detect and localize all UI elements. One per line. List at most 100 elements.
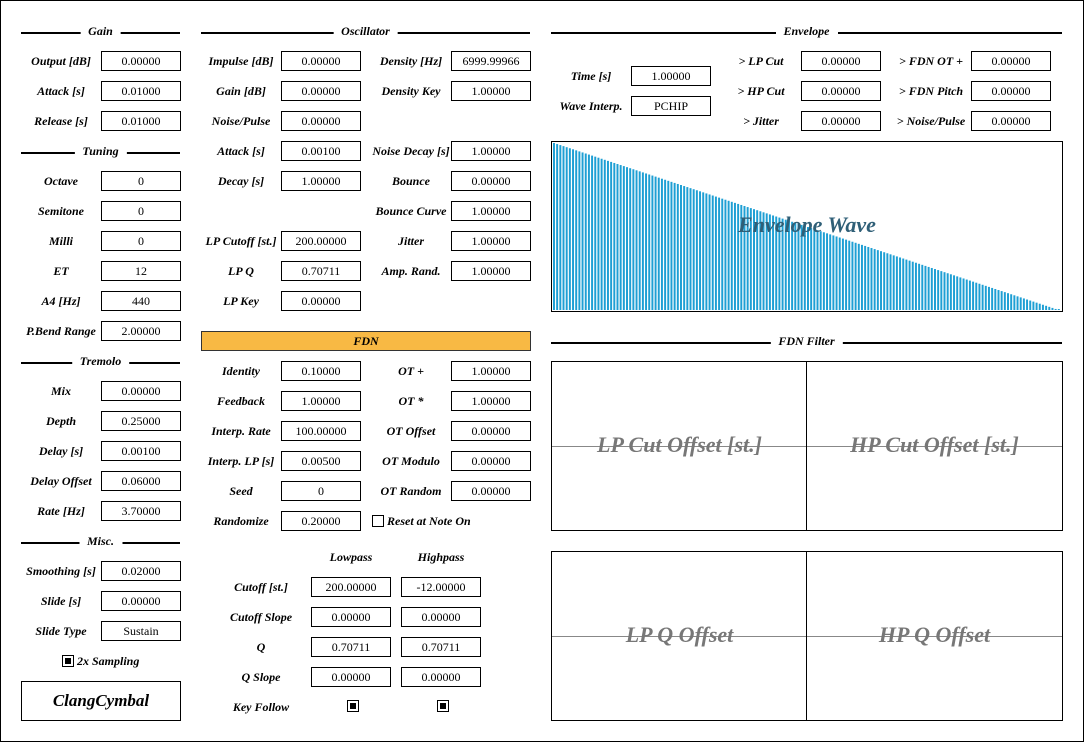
- envelope-wave-bar[interactable]: [1054, 308, 1057, 310]
- milli-input[interactable]: 0: [101, 231, 181, 251]
- env-jitter-input[interactable]: 0.00000: [801, 111, 881, 131]
- ot-random-input[interactable]: 0.00000: [451, 481, 531, 501]
- envelope-wave-bar[interactable]: [619, 165, 622, 310]
- attack-input[interactable]: 0.01000: [101, 81, 181, 101]
- osc-decay-input[interactable]: 1.00000: [281, 171, 361, 191]
- envelope-wave-bar[interactable]: [756, 210, 759, 310]
- env-fdn-pitch-input[interactable]: 0.00000: [971, 81, 1051, 101]
- envelope-wave-bar[interactable]: [565, 147, 568, 310]
- envelope-wave-bar[interactable]: [880, 251, 882, 310]
- output-db-input[interactable]: 0.00000: [101, 51, 181, 71]
- envelope-wave-bar[interactable]: [606, 160, 609, 310]
- envelope-wave-bar[interactable]: [924, 265, 927, 310]
- envelope-wave-bar[interactable]: [822, 232, 825, 310]
- lp-cut-offset-pad[interactable]: LP Cut Offset [st.]: [551, 361, 808, 531]
- lp-key-input[interactable]: 0.00000: [281, 291, 361, 311]
- density-key-input[interactable]: 1.00000: [451, 81, 531, 101]
- envelope-wave-bar[interactable]: [1003, 292, 1006, 310]
- envelope-wave-bar[interactable]: [591, 155, 594, 310]
- envelope-wave-bar[interactable]: [892, 255, 895, 310]
- envelope-wave-bar[interactable]: [733, 202, 736, 310]
- envelope-wave-bar[interactable]: [851, 241, 854, 310]
- envelope-wave-bar[interactable]: [670, 181, 673, 310]
- envelope-wave-bar[interactable]: [772, 215, 775, 310]
- envelope-wave-bar[interactable]: [727, 200, 730, 310]
- impulse-input[interactable]: 0.00000: [281, 51, 361, 71]
- envelope-wave-bar[interactable]: [568, 148, 571, 310]
- envelope-wave-bar[interactable]: [857, 243, 860, 310]
- envelope-wave-bar[interactable]: [778, 217, 781, 310]
- envelope-wave-bar[interactable]: [860, 244, 863, 310]
- envelope-wave-bar[interactable]: [711, 195, 714, 310]
- envelope-wave-bar[interactable]: [676, 183, 679, 310]
- envelope-wave-bar[interactable]: [556, 144, 559, 310]
- lp-q-offset-pad[interactable]: LP Q Offset: [551, 551, 808, 721]
- envelope-wave-bar[interactable]: [562, 146, 565, 310]
- envelope-wave-bar[interactable]: [975, 282, 978, 310]
- smoothing-input[interactable]: 0.02000: [101, 561, 181, 581]
- noise-decay-input[interactable]: 1.00000: [451, 141, 531, 161]
- envelope-wave-bar[interactable]: [905, 259, 908, 310]
- env-hp-cut-input[interactable]: 0.00000: [801, 81, 881, 101]
- density-input[interactable]: 6999.99966: [451, 51, 531, 71]
- envelope-wave-bar[interactable]: [575, 150, 578, 310]
- tremolo-delay-input[interactable]: 0.00100: [101, 441, 181, 461]
- envelope-wave-bar[interactable]: [959, 277, 962, 310]
- envelope-wave-bar[interactable]: [787, 220, 790, 310]
- envelope-wave-bar[interactable]: [740, 204, 743, 310]
- identity-input[interactable]: 0.10000: [281, 361, 361, 381]
- envelope-wave-editor[interactable]: Envelope Wave: [551, 141, 1063, 312]
- highpass-cutoff-slope-input[interactable]: 0.00000: [401, 607, 481, 627]
- envelope-wave-bar[interactable]: [753, 209, 755, 310]
- envelope-wave-bar[interactable]: [629, 168, 632, 310]
- envelope-wave-bar[interactable]: [816, 230, 819, 310]
- envelope-wave-bar[interactable]: [848, 240, 851, 310]
- release-input[interactable]: 0.01000: [101, 111, 181, 131]
- envelope-wave-bar[interactable]: [603, 159, 606, 310]
- highpass-cutoff-input[interactable]: -12.00000: [401, 577, 481, 597]
- envelope-wave-bar[interactable]: [737, 203, 740, 310]
- envelope-wave-bar[interactable]: [759, 211, 762, 310]
- envelope-wave-bar[interactable]: [651, 175, 654, 310]
- envelope-wave-bar[interactable]: [943, 272, 946, 310]
- ot-modulo-input[interactable]: 0.00000: [451, 451, 531, 471]
- envelope-wave-bar[interactable]: [1019, 297, 1022, 310]
- envelope-wave-bar[interactable]: [641, 172, 644, 310]
- envelope-time-input[interactable]: 1.00000: [631, 66, 711, 86]
- envelope-wave-bar[interactable]: [794, 222, 797, 310]
- jitter-input[interactable]: 1.00000: [451, 231, 531, 251]
- envelope-wave-bar[interactable]: [768, 214, 771, 310]
- randomize-input[interactable]: 0.20000: [281, 511, 361, 531]
- interp-rate-input[interactable]: 100.00000: [281, 421, 361, 441]
- slide-type-select[interactable]: Sustain: [101, 621, 181, 641]
- highpass-key-follow-checkbox[interactable]: [437, 700, 449, 712]
- envelope-wave-bar[interactable]: [699, 191, 702, 310]
- envelope-wave-bar[interactable]: [746, 207, 749, 310]
- envelope-wave-bar[interactable]: [689, 188, 692, 310]
- envelope-wave-bar[interactable]: [695, 190, 698, 310]
- hp-cut-offset-pad[interactable]: HP Cut Offset [st.]: [806, 361, 1063, 531]
- envelope-wave-bar[interactable]: [762, 212, 765, 310]
- envelope-wave-bar[interactable]: [578, 151, 581, 310]
- envelope-wave-bar[interactable]: [553, 143, 555, 310]
- envelope-wave-bar[interactable]: [714, 196, 717, 310]
- envelope-wave-bar[interactable]: [914, 262, 917, 310]
- envelope-wave-bar[interactable]: [819, 231, 822, 310]
- envelope-wave-bar[interactable]: [597, 157, 600, 310]
- envelope-wave-bar[interactable]: [981, 284, 984, 310]
- lowpass-key-follow-checkbox[interactable]: [347, 700, 359, 712]
- ot-offset-input[interactable]: 0.00000: [451, 421, 531, 441]
- envelope-wave-bar[interactable]: [1007, 293, 1009, 310]
- envelope-wave-bar[interactable]: [632, 169, 635, 310]
- envelope-wave-bar[interactable]: [610, 161, 613, 310]
- env-fdn-ot-input[interactable]: 0.00000: [971, 51, 1051, 71]
- envelope-wave-bar[interactable]: [953, 275, 956, 310]
- envelope-wave-bar[interactable]: [911, 261, 914, 310]
- envelope-wave-bar[interactable]: [1045, 305, 1048, 310]
- envelope-wave-bar[interactable]: [984, 285, 987, 310]
- tremolo-rate-input[interactable]: 3.70000: [101, 501, 181, 521]
- envelope-wave-bar[interactable]: [934, 269, 936, 310]
- envelope-wave-bar[interactable]: [838, 237, 841, 310]
- envelope-wave-bar[interactable]: [927, 266, 930, 310]
- envelope-wave-bar[interactable]: [937, 270, 940, 310]
